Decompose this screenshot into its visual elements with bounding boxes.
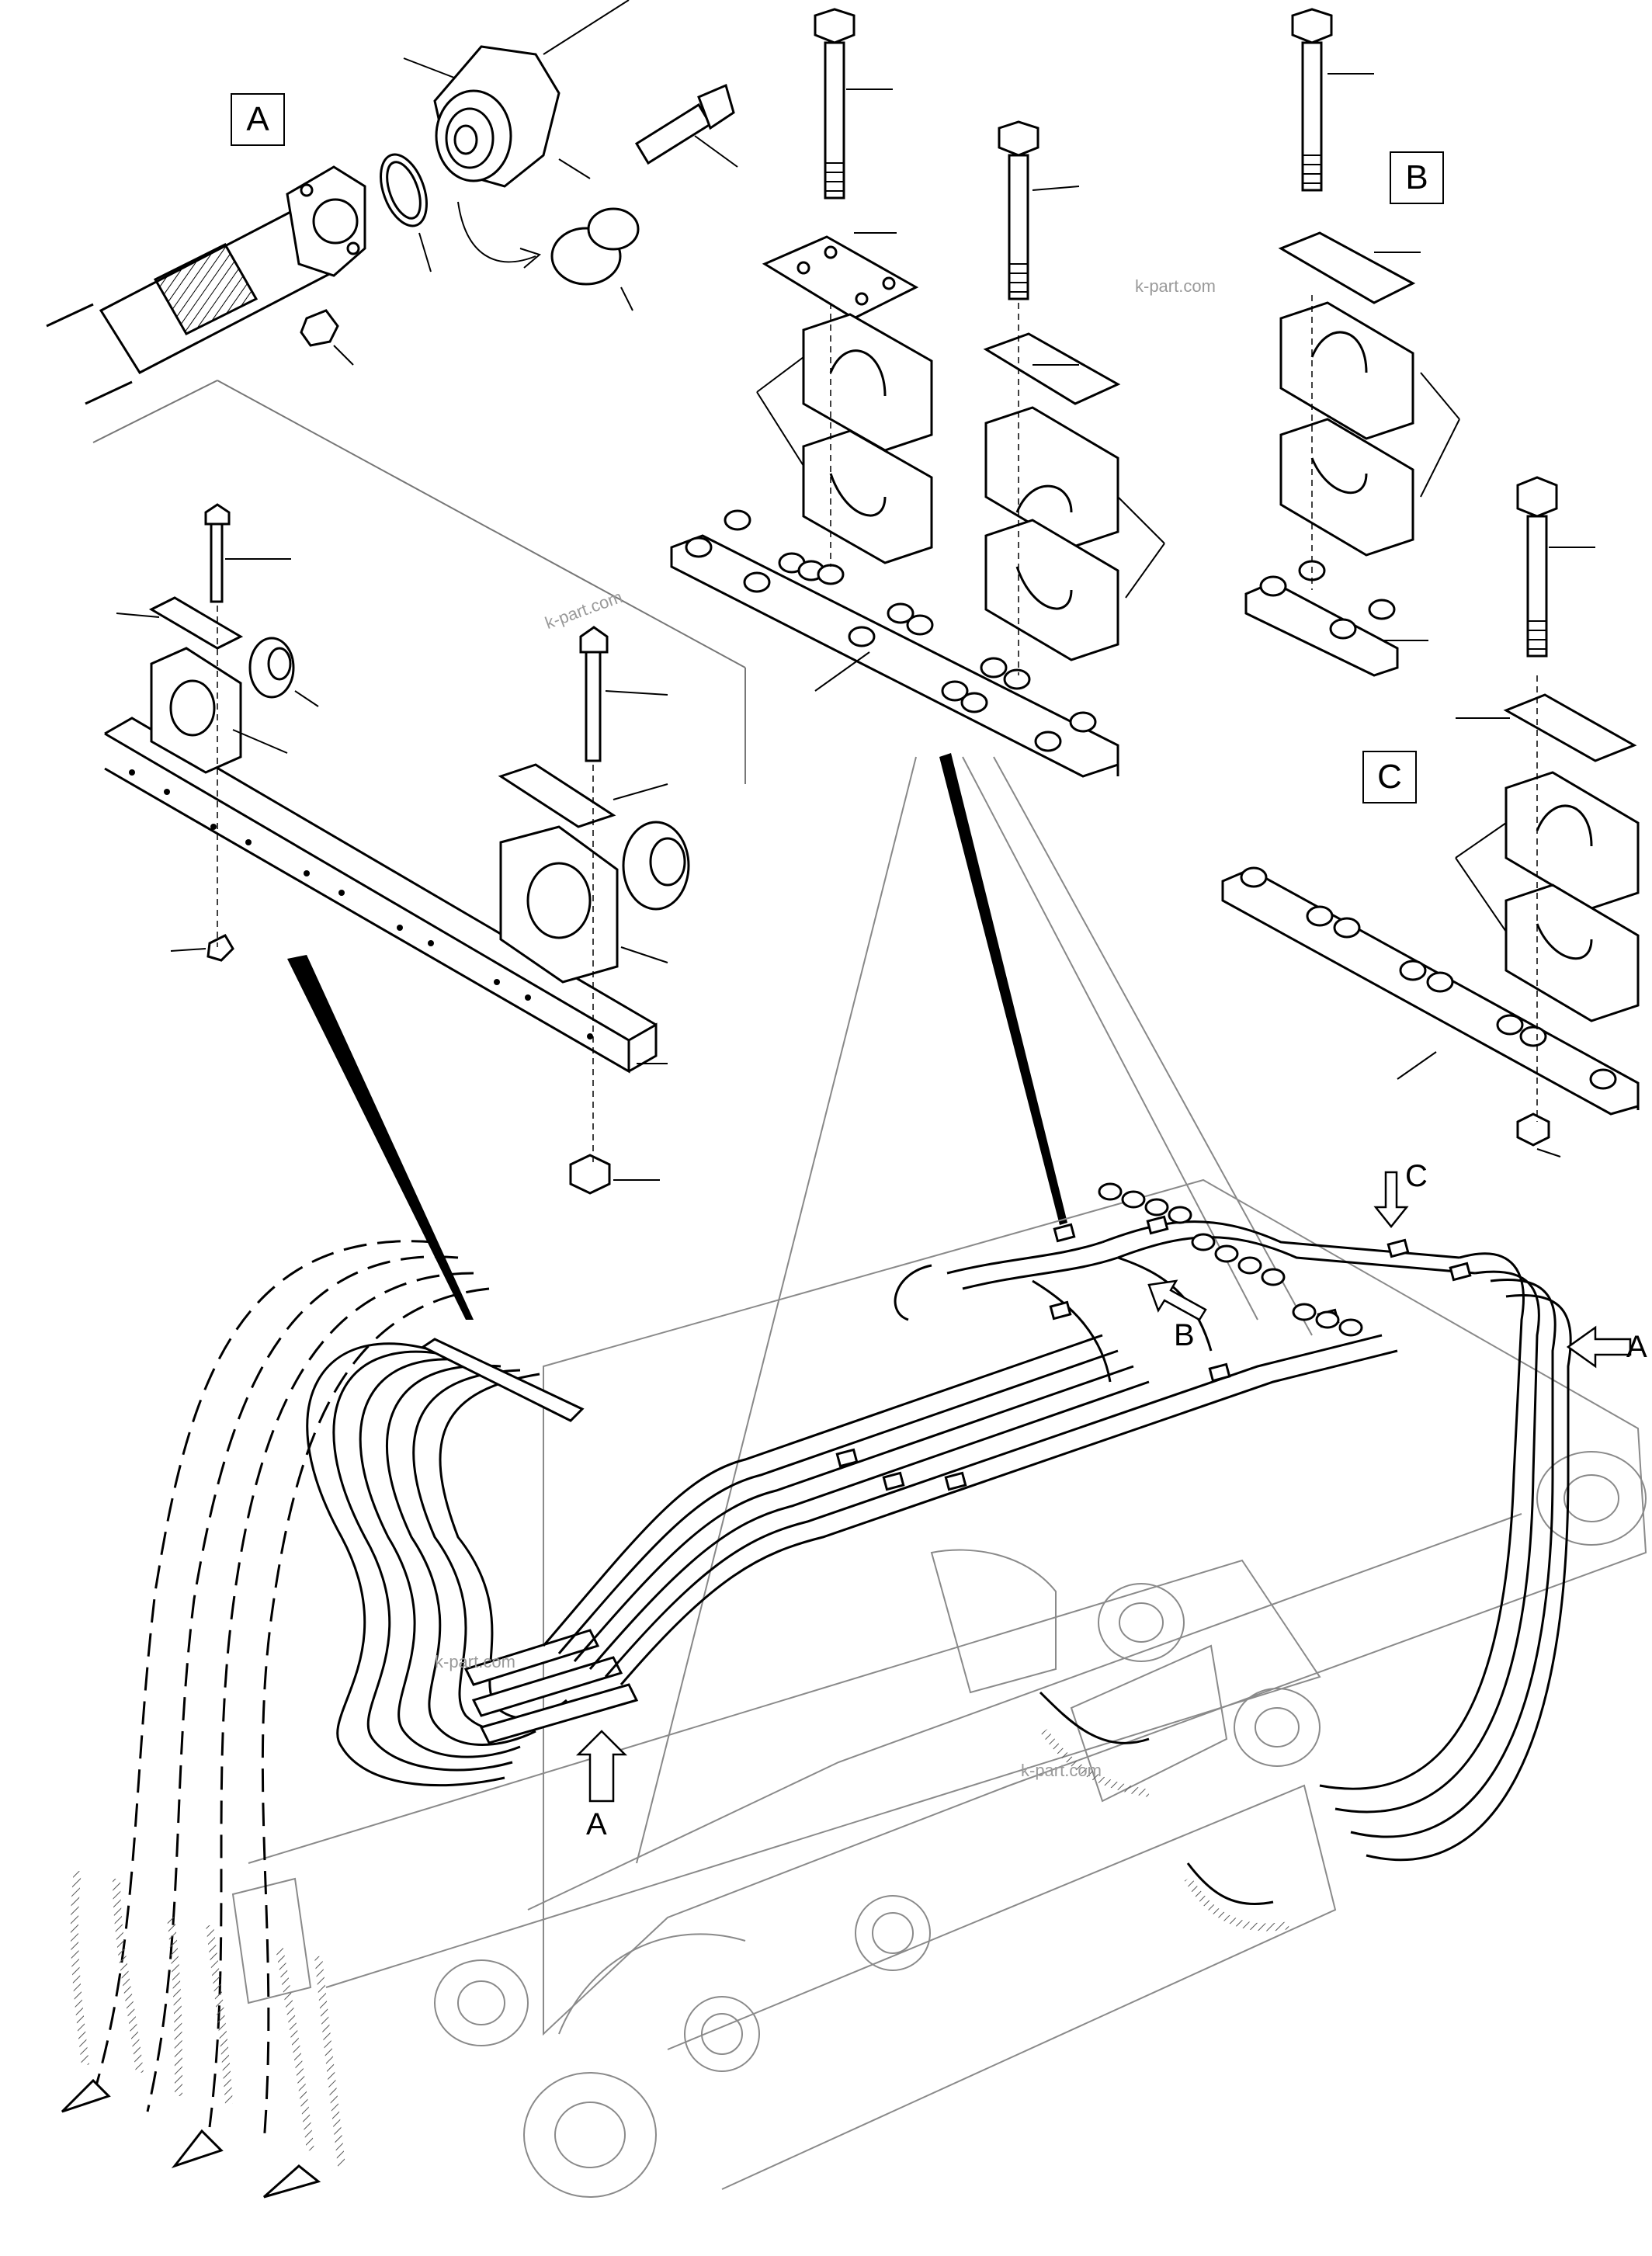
detail-a-label: A bbox=[231, 93, 285, 146]
detail-c-clamp-assembly bbox=[1221, 476, 1640, 1158]
hose-routing-boom bbox=[542, 1171, 1632, 1931]
detail-b-label: B bbox=[1390, 151, 1444, 204]
watermark-3: k-part.com bbox=[435, 1652, 515, 1671]
arrow-a-right-label: A bbox=[1626, 1330, 1647, 1364]
hose-bundle-left bbox=[61, 1240, 639, 2199]
arrow-c-label: C bbox=[1405, 1159, 1428, 1193]
stacked-clamp-assembly bbox=[636, 8, 1313, 1864]
arrow-b-label: B bbox=[1174, 1318, 1195, 1352]
detail-a-flange-assembly bbox=[46, 0, 738, 405]
detail-b-clamp-assembly bbox=[1244, 8, 1460, 677]
boom-structure-outline bbox=[231, 1178, 1647, 2198]
rail-clamp-assembly bbox=[92, 380, 746, 1320]
watermark-1: k-part.com bbox=[1135, 276, 1216, 296]
detail-c-label: C bbox=[1362, 751, 1417, 803]
watermark-4: k-part.com bbox=[1021, 1761, 1102, 1780]
arrow-a-bottom-label: A bbox=[586, 1807, 607, 1841]
